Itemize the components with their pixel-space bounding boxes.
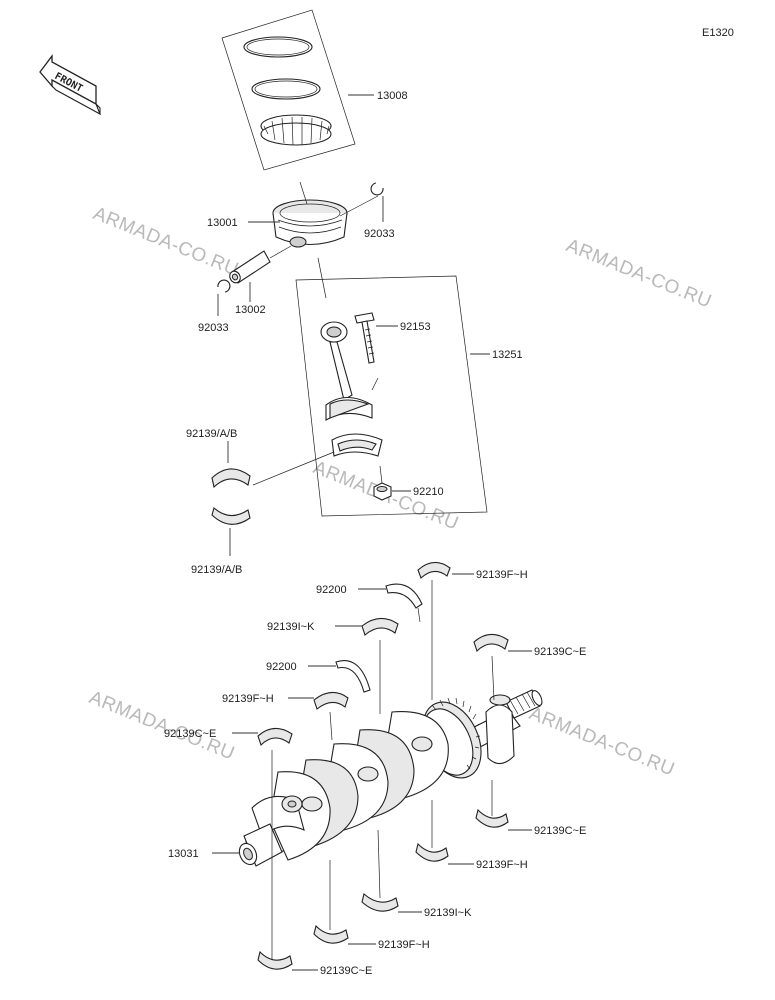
label-92139fh-mid: 92139F~H bbox=[222, 693, 274, 705]
piston-pin bbox=[229, 245, 292, 284]
main-bearing-fh-bottom bbox=[313, 924, 349, 944]
label-13001: 13001 bbox=[207, 217, 238, 229]
label-92139ik-top: 92139I~K bbox=[267, 621, 315, 633]
label-92139fh-lower-right: 92139F~H bbox=[476, 859, 528, 871]
crankshaft bbox=[238, 689, 543, 867]
label-92139ce-right-bottom: 92139C~E bbox=[534, 825, 586, 837]
main-bearing-fh-mid bbox=[313, 691, 349, 710]
label-13251: 13251 bbox=[492, 349, 523, 361]
label-92139fh-top: 92139F~H bbox=[476, 569, 528, 581]
main-bearing-ik-bottom bbox=[361, 892, 399, 912]
main-bearing-fh-lower-right bbox=[415, 842, 449, 862]
label-92139ab-bottom: 92139/A/B bbox=[191, 564, 242, 576]
thrust-washer-top bbox=[385, 583, 423, 609]
main-bearing-ik-top bbox=[361, 617, 399, 636]
watermark-4: ARMADA-CO.RU bbox=[86, 687, 237, 764]
label-92139ce-right-top: 92139C~E bbox=[534, 646, 586, 658]
label-13031: 13031 bbox=[168, 848, 199, 860]
watermark-2: ARMADA-CO.RU bbox=[563, 235, 714, 312]
label-92139ce-bottom: 92139C~E bbox=[320, 965, 372, 977]
piston-pin-clip-right bbox=[370, 182, 384, 196]
label-92139ab-top: 92139/A/B bbox=[186, 428, 237, 440]
piston-ring-set bbox=[221, 9, 356, 171]
label-92139ik-bottom: 92139I~K bbox=[424, 907, 472, 919]
main-bearing-ce-bottom bbox=[257, 950, 293, 970]
label-92139fh-bottom: 92139F~H bbox=[378, 939, 430, 951]
label-92033-left: 92033 bbox=[198, 322, 229, 334]
connecting-rod bbox=[320, 321, 379, 421]
label-92153: 92153 bbox=[400, 321, 431, 333]
piston bbox=[272, 181, 348, 248]
main-bearing-ce-right-bottom bbox=[475, 808, 509, 828]
watermark-1: ARMADA-CO.RU bbox=[90, 203, 241, 280]
watermark-5: ARMADA-CO.RU bbox=[526, 703, 677, 780]
piston-pin-clip-left bbox=[217, 279, 231, 293]
conrod-bolt bbox=[354, 312, 375, 364]
front-arrow-icon: FRONT bbox=[39, 54, 102, 116]
conrod-nut bbox=[373, 482, 392, 501]
main-bearing-ce-right-top bbox=[473, 633, 509, 653]
label-92139ce-left: 92139C~E bbox=[164, 728, 216, 740]
label-13002: 13002 bbox=[235, 304, 266, 316]
label-92210: 92210 bbox=[413, 486, 444, 498]
thrust-washer-lower bbox=[335, 660, 371, 693]
label-92200-lower: 92200 bbox=[266, 661, 297, 673]
conrod-cap bbox=[331, 433, 383, 457]
main-bearing-fh-top bbox=[417, 561, 451, 579]
label-92033-right: 92033 bbox=[364, 228, 395, 240]
conrod-bearing-lower bbox=[211, 507, 251, 525]
main-bearing-ce-left bbox=[257, 727, 293, 747]
conrod-assembly-box bbox=[295, 275, 488, 517]
label-92200-top: 92200 bbox=[316, 584, 347, 596]
conrod-bearing-upper bbox=[211, 468, 251, 489]
label-13008: 13008 bbox=[377, 90, 408, 102]
diagram-code: E1320 bbox=[702, 27, 734, 39]
